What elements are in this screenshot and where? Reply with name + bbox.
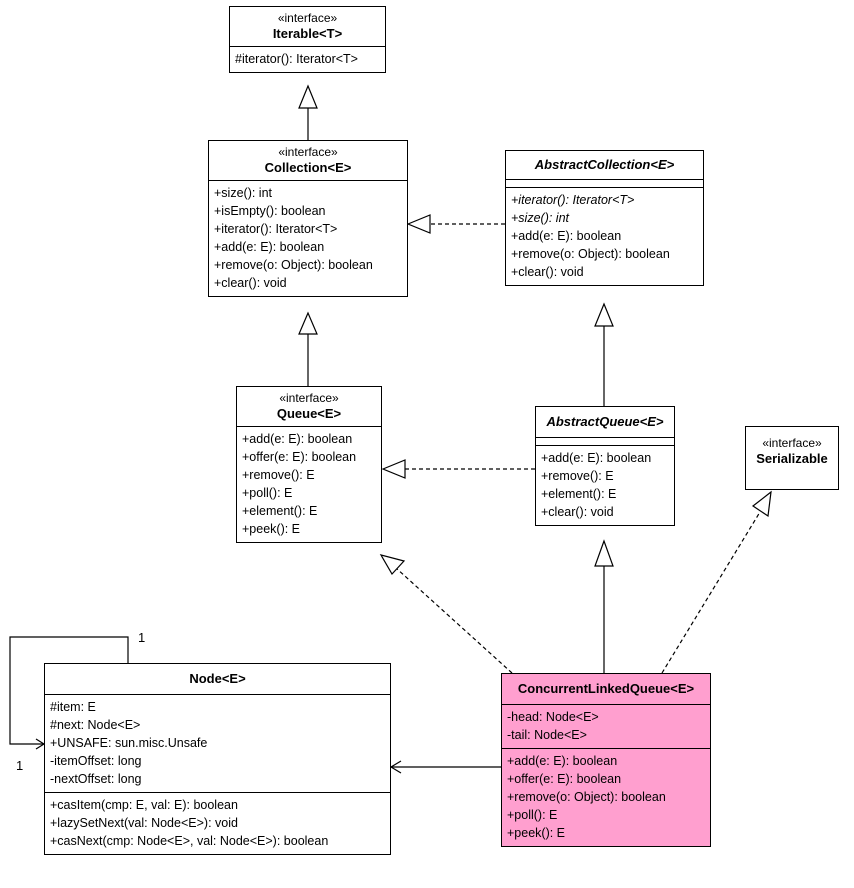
- field-row: -itemOffset: long: [50, 754, 142, 768]
- class-header: AbstractCollection<E>: [506, 151, 703, 179]
- method-row: +remove(o: Object): boolean: [214, 258, 373, 272]
- method-row: +add(e: E): boolean: [507, 754, 618, 768]
- methods-section: +size(): int +isEmpty(): boolean +iterat…: [209, 180, 407, 296]
- method-row: +iterator(): Iterator<T>: [511, 193, 635, 207]
- multiplicity-label-top: 1: [138, 630, 146, 645]
- fields-section: [536, 437, 674, 445]
- class-concurrent-linked-queue: ConcurrentLinkedQueue<E> -head: Node<E> …: [501, 673, 711, 847]
- method-row: +casNext(cmp: Node<E>, val: Node<E>): bo…: [50, 834, 329, 848]
- method-row: +peek(): E: [507, 826, 566, 840]
- class-name: Iterable<T>: [272, 26, 343, 41]
- class-collection: «interface» Collection<E> +size(): int +…: [208, 140, 408, 297]
- method-row: +size(): int: [214, 186, 273, 200]
- field-row: +UNSAFE: sun.misc.Unsafe: [50, 736, 208, 750]
- hollow-arrowhead-icon: [381, 459, 406, 479]
- class-header: «interface» Iterable<T>: [230, 7, 385, 46]
- method-row: +poll(): E: [507, 808, 558, 822]
- hollow-arrowhead-icon: [379, 554, 406, 576]
- method-row: +iterator(): Iterator<T>: [214, 222, 338, 236]
- class-name: AbstractQueue<E>: [546, 414, 664, 429]
- method-row: +offer(e: E): boolean: [242, 450, 357, 464]
- class-name: Collection<E>: [264, 160, 352, 175]
- method-row: +element(): E: [541, 487, 617, 501]
- fields-section: -head: Node<E> -tail: Node<E>: [502, 704, 710, 748]
- class-iterable: «interface» Iterable<T> #iterator(): Ite…: [229, 6, 386, 73]
- method-row: +clear(): void: [511, 265, 584, 279]
- field-row: -tail: Node<E>: [507, 728, 587, 742]
- edge-node-self-association: [9, 636, 129, 745]
- hollow-arrowhead-icon: [594, 539, 614, 567]
- hollow-arrowhead-icon: [298, 84, 318, 109]
- class-serializable: «interface» Serializable: [745, 426, 839, 490]
- method-row: +offer(e: E): boolean: [507, 772, 622, 786]
- hollow-arrowhead-icon: [594, 302, 614, 327]
- class-name: AbstractCollection<E>: [534, 157, 675, 172]
- methods-section: +add(e: E): boolean +remove(): E +elemen…: [536, 445, 674, 525]
- class-header: Node<E>: [45, 664, 390, 694]
- stereotype-label: «interface»: [277, 11, 338, 25]
- class-header: «interface» Serializable: [746, 427, 838, 471]
- class-queue: «interface» Queue<E> +add(e: E): boolean…: [236, 386, 382, 543]
- method-row: +element(): E: [242, 504, 318, 518]
- method-row: +clear(): void: [541, 505, 614, 519]
- stereotype-label: «interface»: [279, 391, 339, 405]
- class-name: ConcurrentLinkedQueue<E>: [517, 681, 695, 696]
- hollow-arrowhead-icon: [406, 214, 431, 234]
- edge-clq-implements-serializable: [661, 511, 761, 674]
- field-row: #item: E: [50, 700, 96, 714]
- methods-section: +casItem(cmp: E, val: E): boolean +lazyS…: [45, 792, 390, 854]
- method-row: +poll(): E: [242, 486, 293, 500]
- method-row: +add(e: E): boolean: [242, 432, 353, 446]
- method-row: +add(e: E): boolean: [214, 240, 325, 254]
- method-row: +lazySetNext(val: Node<E>): void: [50, 816, 238, 830]
- hollow-arrowhead-icon: [751, 490, 772, 518]
- methods-section: +add(e: E): boolean +offer(e: E): boolea…: [237, 426, 381, 542]
- method-row: +remove(): E: [242, 468, 315, 482]
- method-row: +casItem(cmp: E, val: E): boolean: [50, 798, 238, 812]
- method-row: +peek(): E: [242, 522, 301, 536]
- stereotype-label: «interface»: [278, 145, 338, 159]
- open-arrowhead-icon: [389, 760, 402, 774]
- edge-clq-implements-queue: [395, 567, 513, 674]
- class-header: «interface» Queue<E>: [237, 387, 381, 426]
- method-row: +add(e: E): boolean: [541, 451, 652, 465]
- field-row: -head: Node<E>: [507, 710, 599, 724]
- field-row: #next: Node<E>: [50, 718, 141, 732]
- multiplicity-label-left: 1: [16, 758, 24, 773]
- method-row: +add(e: E): boolean: [511, 229, 622, 243]
- class-node: Node<E> #item: E #next: Node<E> +UNSAFE:…: [44, 663, 391, 855]
- method-row: +isEmpty(): boolean: [214, 204, 326, 218]
- class-name: Node<E>: [189, 671, 246, 686]
- class-name: Serializable: [756, 451, 828, 466]
- class-name: Queue<E>: [276, 406, 342, 421]
- fields-section: [506, 179, 703, 187]
- class-header: ConcurrentLinkedQueue<E>: [502, 674, 710, 704]
- method-row: #iterator(): Iterator<T>: [235, 52, 358, 66]
- method-row: +size(): int: [511, 211, 570, 225]
- class-header: «interface» Collection<E>: [209, 141, 407, 180]
- stereotype-label: «interface»: [762, 436, 822, 450]
- fields-section: #item: E #next: Node<E> +UNSAFE: sun.mis…: [45, 694, 390, 792]
- class-abstract-collection: AbstractCollection<E> +iterator(): Itera…: [505, 150, 704, 286]
- method-row: +clear(): void: [214, 276, 287, 290]
- hollow-arrowhead-icon: [298, 311, 318, 335]
- method-row: +remove(o: Object): boolean: [511, 247, 670, 261]
- class-header: AbstractQueue<E>: [536, 407, 674, 437]
- method-row: +remove(o: Object): boolean: [507, 790, 666, 804]
- methods-section: +iterator(): Iterator<T> +size(): int +a…: [506, 187, 703, 285]
- field-row: -nextOffset: long: [50, 772, 142, 786]
- methods-section: #iterator(): Iterator<T>: [230, 46, 385, 72]
- methods-section: +add(e: E): boolean +offer(e: E): boolea…: [502, 748, 710, 846]
- class-abstract-queue: AbstractQueue<E> +add(e: E): boolean +re…: [535, 406, 675, 526]
- method-row: +remove(): E: [541, 469, 614, 483]
